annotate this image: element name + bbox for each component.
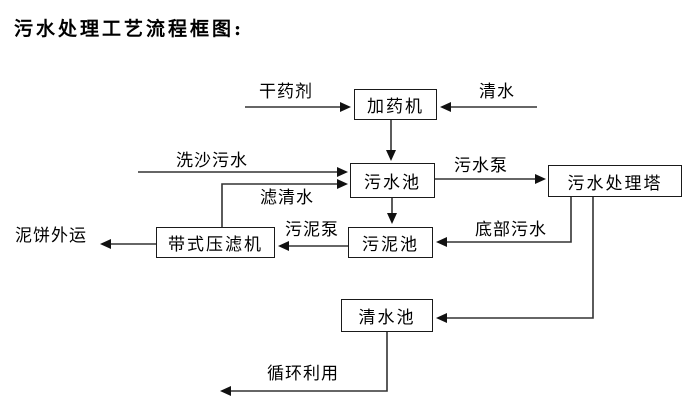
- node-sludge-pool: 污泥池: [348, 227, 433, 258]
- arrow-filtered-water-to-sewage-pool: [221, 179, 348, 227]
- node-belt-filter-press: 带式压滤机: [156, 227, 275, 258]
- node-clean-water-pool: 清水池: [341, 299, 433, 332]
- arrow-tower-to-clean-water-pool: [436, 197, 594, 323]
- page-title: 污水处理工艺流程框图:: [14, 18, 245, 40]
- label-dry-agent: 干药剂: [259, 82, 313, 102]
- label-sludge-pump: 污泥泵: [285, 220, 339, 240]
- node-dosing-machine: 加药机: [354, 89, 437, 120]
- node-sewage-pool: 污水池: [350, 163, 435, 198]
- label-filtered-water: 滤清水: [260, 188, 314, 208]
- label-sand-washing-sewage: 洗沙污水: [176, 151, 248, 171]
- label-clean-water: 清水: [479, 82, 515, 102]
- label-recycle-use: 循环利用: [267, 364, 339, 384]
- arrow-recycle-use: [220, 332, 388, 396]
- arrow-bottom-sewage-to-sludge-pool: [436, 197, 572, 247]
- node-treatment-tower: 污水处理塔: [548, 165, 682, 197]
- label-mud-cake-out: 泥饼外运: [15, 226, 87, 246]
- label-sewage-pump: 污水泵: [454, 156, 508, 176]
- label-bottom-sewage: 底部污水: [475, 220, 547, 240]
